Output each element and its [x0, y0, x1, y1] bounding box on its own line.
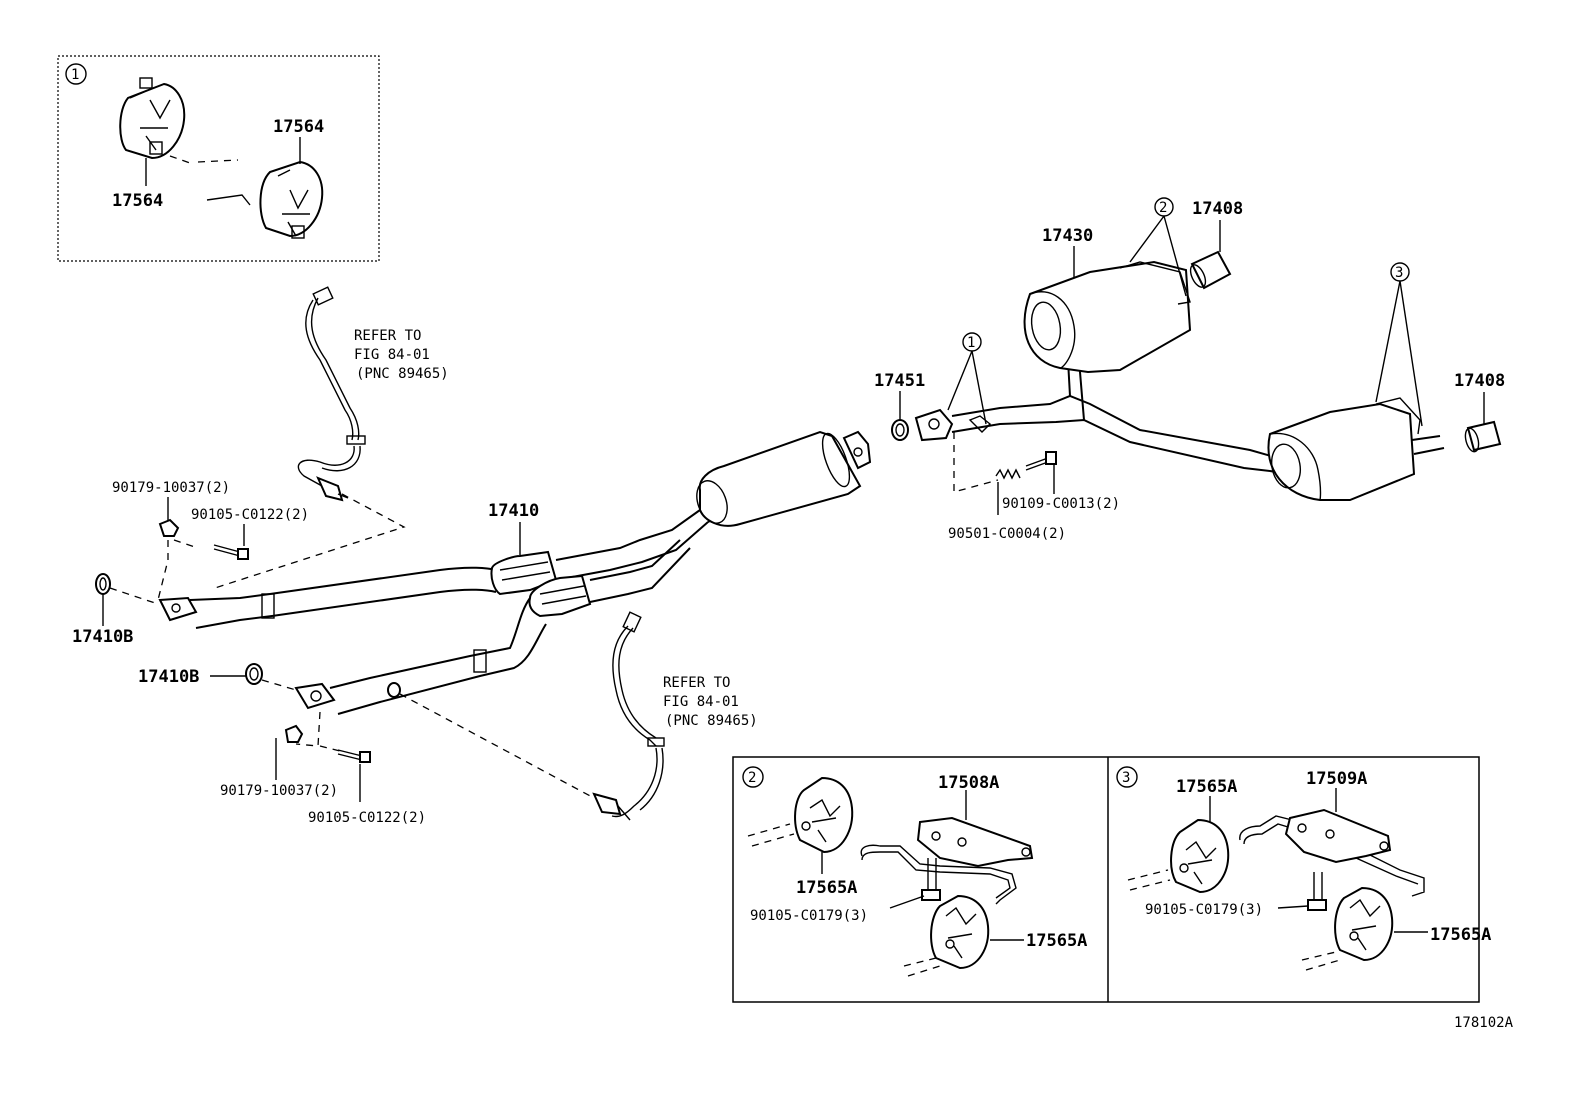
dash-gasket-upper	[109, 587, 159, 605]
inset-2-pipe-dash-a	[747, 823, 795, 847]
refer-lower-line2: FIG 84-01	[663, 694, 739, 710]
bolt-upper-shank	[213, 544, 241, 557]
dash-sensor-lower	[399, 693, 595, 799]
label-inset2-bracket: 17508A	[938, 773, 999, 793]
label-tail-pipe: 17430	[1042, 226, 1093, 246]
inset-2-bolt-head	[921, 889, 941, 901]
label-inset2-bolt: 90105-C0179(3)	[750, 908, 868, 924]
refer-upper-line1: REFER TO	[354, 328, 421, 344]
label-inset3-bolt: 90105-C0179(3)	[1145, 902, 1263, 918]
callout-1-number: 1	[967, 335, 975, 351]
label-gasket-lower: 17410B	[138, 667, 199, 687]
hanger-rubber-left	[119, 77, 186, 160]
callout-3-number: 3	[1395, 265, 1403, 281]
label-inset2-right-hanger: 17565A	[1026, 931, 1087, 951]
oxygen-sensor-upper	[297, 286, 366, 502]
refer-lower-line3: (PNC 89465)	[665, 713, 758, 729]
inset-3-bolt-head	[1307, 899, 1327, 911]
callout-2-number: 2	[1159, 200, 1167, 216]
tail-pipe-assembly	[951, 260, 1445, 501]
inset-3-hanger-left	[1170, 818, 1230, 894]
gasket-center	[891, 419, 909, 441]
inset-3-hanger-right	[1334, 886, 1394, 962]
bolt-center-head	[1045, 451, 1057, 465]
inset-3-pipe-dash-b	[1301, 951, 1341, 971]
inset-3-pipe-dash-a	[1127, 869, 1171, 891]
inset-1-frame	[57, 55, 380, 262]
refer-upper-line3: (PNC 89465)	[356, 366, 449, 382]
inset-1-pipe-dash-a	[169, 155, 239, 164]
inset-2-bracket	[860, 816, 1034, 905]
inset-1-pipe-b	[206, 194, 251, 206]
inset-2-3-frame	[732, 756, 1480, 1003]
leader-inset2-bolt	[889, 895, 925, 909]
inset-3-bracket	[1239, 808, 1425, 897]
dash-flange-center	[953, 432, 999, 493]
inset-1-circle	[65, 63, 87, 85]
label-bolt-upper: 90105-C0122(2)	[191, 507, 309, 523]
dash-nut-upper	[157, 540, 169, 601]
hanger-rubber-right	[259, 160, 324, 239]
label-nut-upper: 90179-10037(2)	[112, 480, 230, 496]
inset-3: 3 17565A 17509A 90105-C0179(3)	[1116, 766, 1491, 971]
label-bolt-lower: 90105-C0122(2)	[308, 810, 426, 826]
label-inset1-left-hanger: 17564	[112, 191, 163, 211]
refer-upper-line2: FIG 84-01	[354, 347, 430, 363]
label-tip-lower: 17408	[1454, 371, 1505, 391]
callout-1-leaders	[947, 350, 987, 425]
flange-center	[914, 408, 954, 442]
inset-2: 2 17565A 17508A 90105-C0179(3)	[742, 766, 1087, 977]
label-tip-upper: 17408	[1192, 199, 1243, 219]
label-inset1-right-hanger: 17564	[273, 117, 324, 137]
label-gasket-upper: 17410B	[72, 627, 133, 647]
inset-2-hanger-left	[794, 776, 854, 854]
label-nut-lower: 90179-10037(2)	[220, 783, 338, 799]
inset-3-number: 3	[1122, 770, 1130, 786]
bolt-upper-head	[237, 548, 249, 560]
inset-2-pipe-dash-b	[903, 957, 941, 977]
label-inset3-left-hanger: 17565A	[1176, 777, 1237, 797]
bolt-lower-head	[359, 751, 371, 763]
bolt-lower-shank	[337, 749, 363, 761]
nut-lower	[284, 724, 304, 743]
callout-2-leaders	[1129, 215, 1187, 297]
refer-lower-line1: REFER TO	[663, 675, 730, 691]
label-inset2-left-hanger: 17565A	[796, 878, 857, 898]
dash-gasket-lower	[261, 679, 297, 691]
tip-lower	[1466, 420, 1502, 452]
inset-1-number: 1	[71, 67, 79, 83]
tip-upper	[1190, 250, 1232, 290]
figure-id: 178102A	[1454, 1015, 1514, 1031]
dash-bolt-lower	[319, 745, 345, 753]
label-bolt-center: 90109-C0013(2)	[1002, 496, 1120, 512]
label-gasket-center: 17451	[874, 371, 925, 391]
leader-inset3-bolt	[1277, 905, 1309, 909]
inset-2-hanger-right	[930, 894, 990, 970]
inset-3-bolt-shank	[1313, 872, 1323, 904]
dash-sensor-upper	[214, 493, 406, 589]
label-front-pipe: 17410	[488, 501, 539, 521]
dash-bolt-upper	[173, 539, 199, 549]
inset-2-bolt-shank	[927, 858, 937, 894]
gasket-lower	[245, 663, 263, 685]
bolt-center-shank	[1025, 457, 1049, 471]
label-spring-center: 90501-C0004(2)	[948, 526, 1066, 542]
label-inset3-right-hanger: 17565A	[1430, 925, 1491, 945]
callout-3-leaders	[1375, 280, 1423, 427]
gasket-upper	[95, 573, 111, 595]
label-inset3-bracket: 17509A	[1306, 769, 1367, 789]
inset-1: 1 17564 17564	[57, 55, 380, 262]
inset-2-number: 2	[748, 770, 756, 786]
spring-center	[995, 468, 1021, 480]
hanger-bracket-center	[968, 415, 992, 433]
nut-upper	[158, 518, 180, 537]
oxygen-sensor-lower	[592, 611, 665, 821]
front-exhaust-pipe	[158, 430, 872, 715]
